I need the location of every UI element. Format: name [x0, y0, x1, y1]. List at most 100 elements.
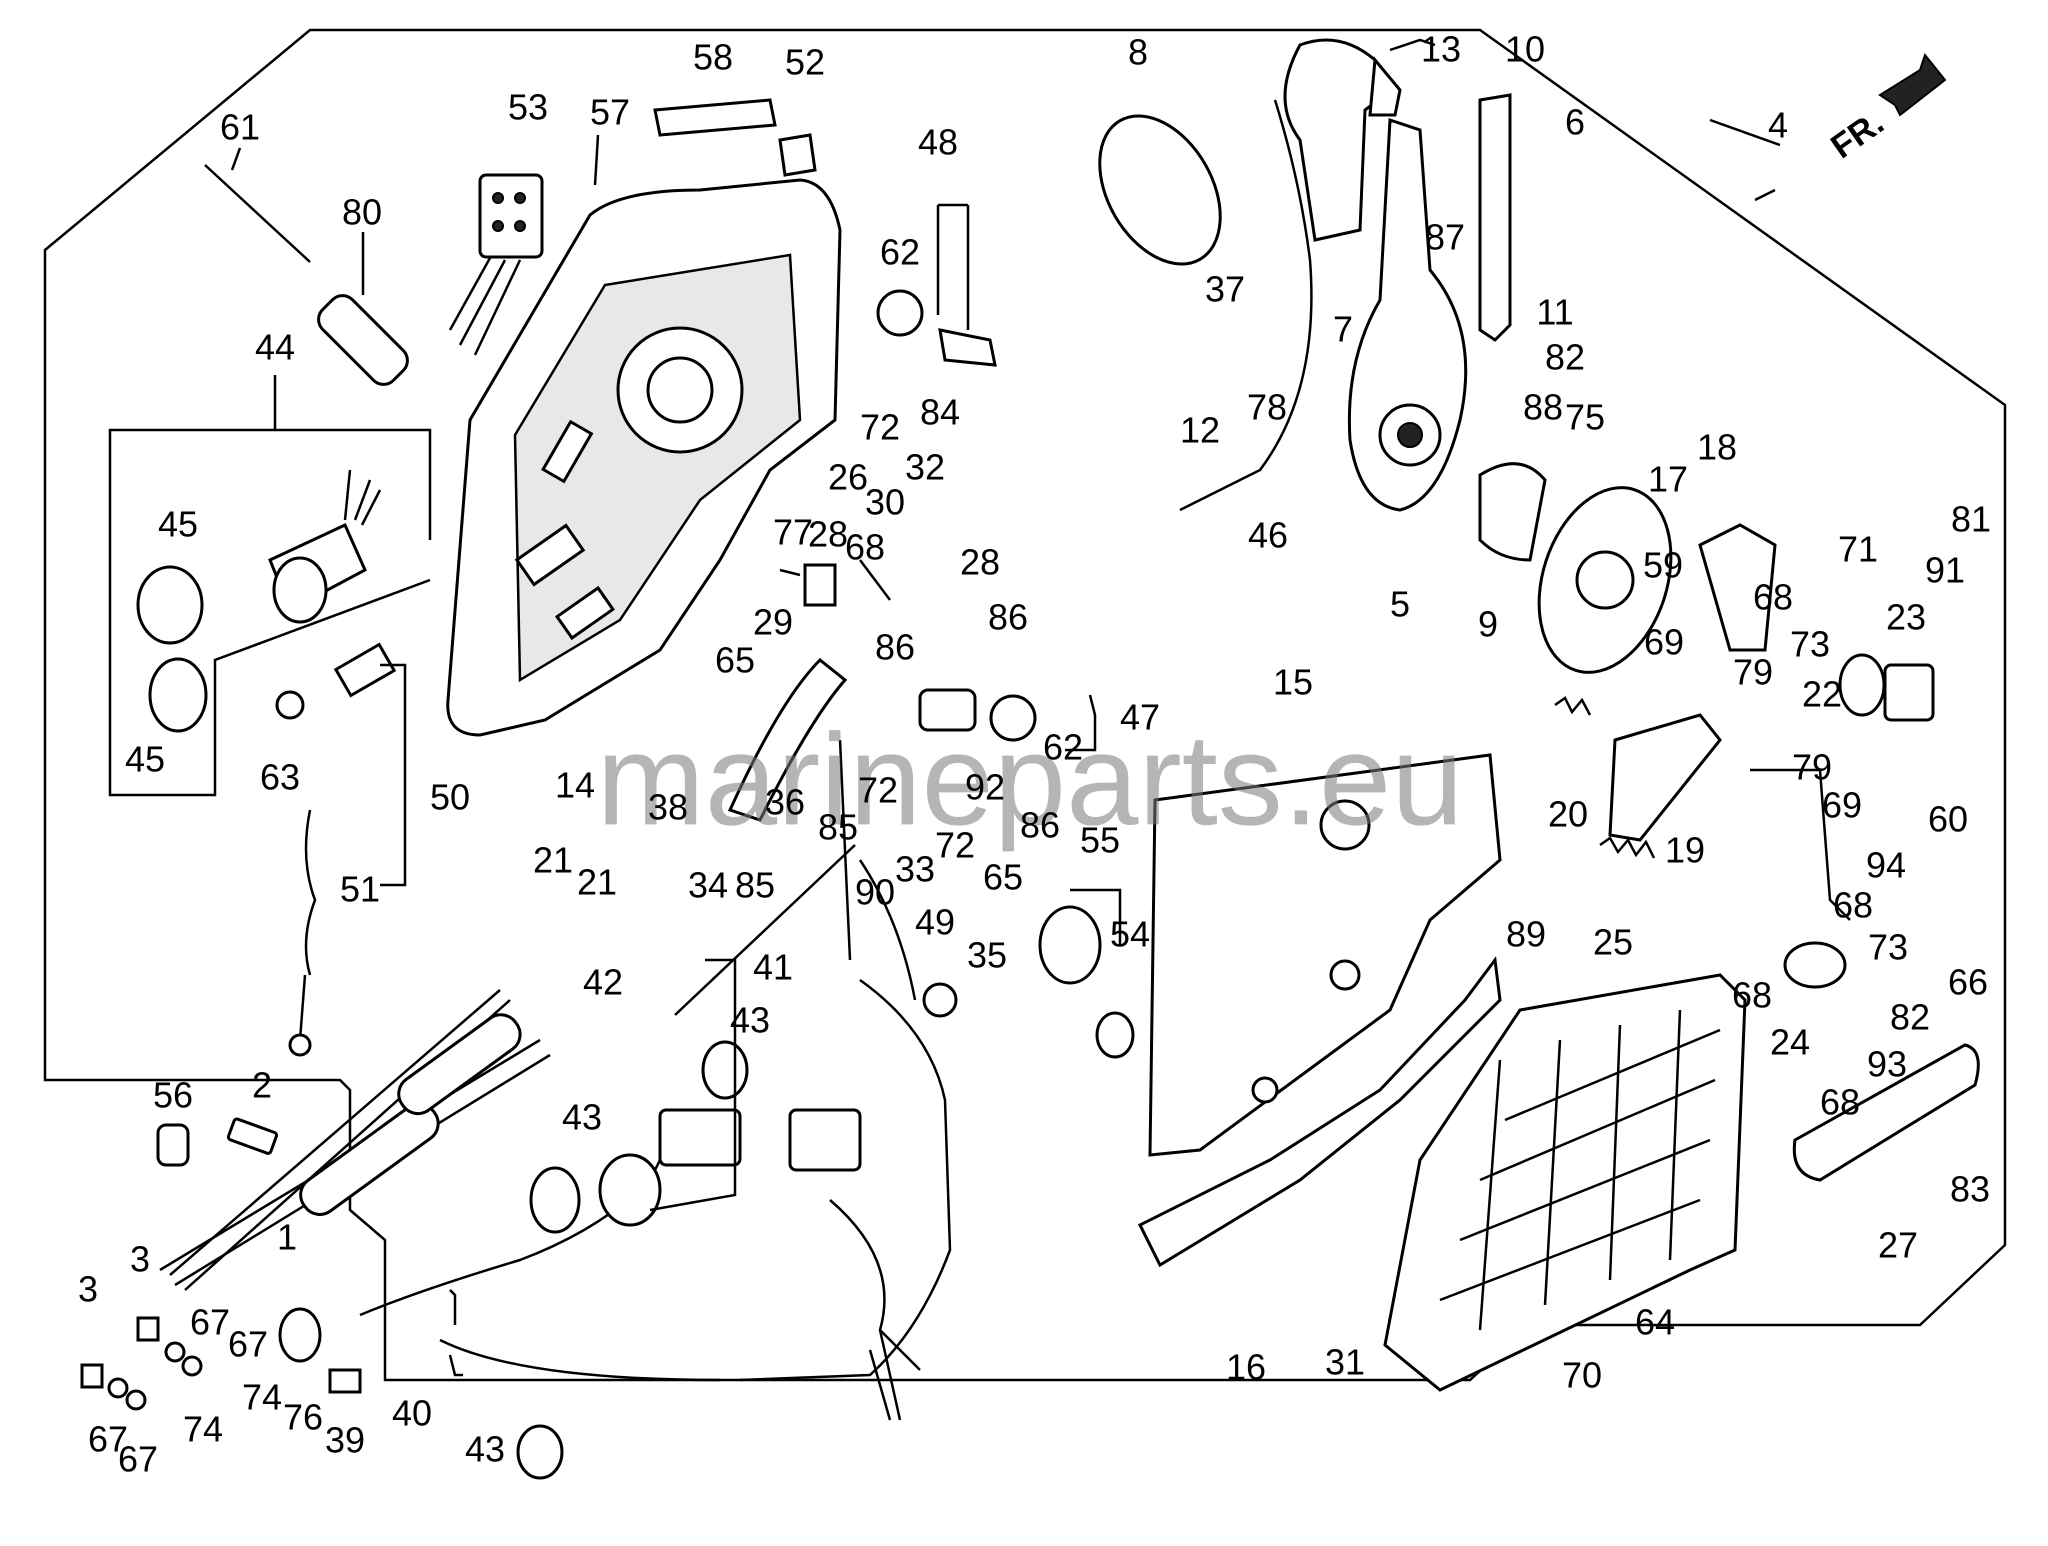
callout-51: 51: [340, 869, 380, 910]
callout-68: 68: [1753, 577, 1793, 618]
callout-67: 67: [228, 1324, 268, 1365]
control-box-housing: [446, 98, 842, 737]
assembly-boundary: [43, 28, 2007, 1382]
callout-87: 87: [1425, 217, 1465, 258]
callout-90: 90: [855, 872, 895, 913]
callout-43: 43: [465, 1429, 505, 1470]
callout-20: 20: [1548, 794, 1588, 835]
callout-6: 6: [1565, 102, 1585, 143]
callout-26: 26: [828, 457, 868, 498]
callout-8: 8: [1128, 32, 1148, 73]
callout-54: 54: [1110, 914, 1150, 955]
callout-78: 78: [1247, 387, 1287, 428]
callout-66: 66: [1948, 962, 1988, 1003]
callout-65: 65: [715, 640, 755, 681]
callout-77: 77: [773, 512, 813, 553]
callout-65: 65: [983, 857, 1023, 898]
callout-30: 30: [865, 482, 905, 523]
trim-lever: [1478, 93, 1512, 342]
side-plates: [1137, 753, 1502, 1268]
callout-74: 74: [242, 1377, 282, 1418]
callout-44: 44: [255, 327, 295, 368]
callout-69: 69: [1644, 622, 1684, 663]
callout-21: 21: [533, 840, 573, 881]
callout-67: 67: [88, 1419, 128, 1460]
callout-73: 73: [1868, 927, 1908, 968]
callout-67: 67: [190, 1302, 230, 1343]
callout-75: 75: [1565, 397, 1605, 438]
callout-45: 45: [125, 739, 165, 780]
callout-28: 28: [960, 542, 1000, 583]
callout-13: 13: [1421, 29, 1461, 70]
callout-72: 72: [858, 770, 898, 811]
callout-37: 37: [1205, 269, 1245, 310]
callout-63: 63: [260, 757, 300, 798]
callout-53: 53: [508, 87, 548, 128]
retaining-ring: [1098, 114, 1222, 266]
callout-82: 82: [1890, 997, 1930, 1038]
shift-rod: [674, 844, 856, 1016]
front-direction-indicator: [1878, 52, 1947, 117]
callout-3: 3: [130, 1239, 150, 1280]
callout-86: 86: [875, 627, 915, 668]
callout-68: 68: [1820, 1082, 1860, 1123]
callout-72: 72: [935, 825, 975, 866]
callout-24: 24: [1770, 1022, 1810, 1063]
callout-35: 35: [967, 935, 1007, 976]
callout-58: 58: [693, 37, 733, 78]
cable-end-hardware: [80, 1307, 362, 1411]
callout-61: 61: [220, 107, 260, 148]
callout-43: 43: [562, 1097, 602, 1138]
callout-59: 59: [1643, 545, 1683, 586]
callout-48: 48: [918, 122, 958, 163]
callout-14: 14: [555, 765, 595, 806]
lanyard-switch: [275, 642, 397, 1057]
callout-22: 22: [1802, 674, 1842, 715]
callout-70: 70: [1562, 1355, 1602, 1396]
front-label: FR.: [1824, 104, 1891, 167]
callout-64: 64: [1635, 1302, 1675, 1343]
wire-harness: [359, 739, 952, 1421]
callout-17: 17: [1648, 459, 1688, 500]
callout-81: 81: [1951, 499, 1991, 540]
callout-11: 11: [1536, 292, 1573, 333]
callout-31: 31: [1325, 1342, 1365, 1383]
leader-lines: [230, 38, 1781, 1377]
callout-28: 28: [808, 514, 848, 555]
callout-79: 79: [1792, 747, 1832, 788]
callout-74: 74: [183, 1409, 223, 1450]
callout-68: 68: [845, 527, 885, 568]
callout-60: 60: [1928, 799, 1968, 840]
callout-5: 5: [1390, 584, 1410, 625]
callout-57: 57: [590, 92, 630, 133]
callout-52: 52: [785, 42, 825, 83]
emergency-switch: [448, 173, 544, 356]
callout-23: 23: [1886, 597, 1926, 638]
callout-45: 45: [158, 504, 198, 545]
grid-cover-plate: [1383, 973, 1747, 1392]
lever-wire: [1179, 99, 1313, 512]
callout-39: 39: [325, 1420, 365, 1461]
callout-68: 68: [1732, 975, 1772, 1016]
callout-82: 82: [1545, 337, 1585, 378]
ignition-switch-group: [108, 428, 432, 797]
callout-92: 92: [965, 767, 1005, 808]
callout-89: 89: [1506, 914, 1546, 955]
callout-7: 7: [1333, 309, 1353, 350]
callout-10: 10: [1505, 29, 1545, 70]
callout-16: 16: [1226, 1347, 1266, 1388]
control-lever-arm: [1347, 117, 1468, 512]
callout-86: 86: [988, 597, 1028, 638]
callout-62: 62: [880, 232, 920, 273]
callout-40: 40: [392, 1393, 432, 1434]
callout-80: 80: [342, 192, 382, 233]
callout-2: 2: [252, 1065, 272, 1106]
callout-4: 4: [1768, 105, 1788, 146]
callout-25: 25: [1593, 922, 1633, 963]
callout-41: 41: [753, 947, 793, 988]
callout-71: 71: [1838, 529, 1878, 570]
detent-plates: [1478, 462, 1935, 722]
callout-76: 76: [283, 1397, 323, 1438]
